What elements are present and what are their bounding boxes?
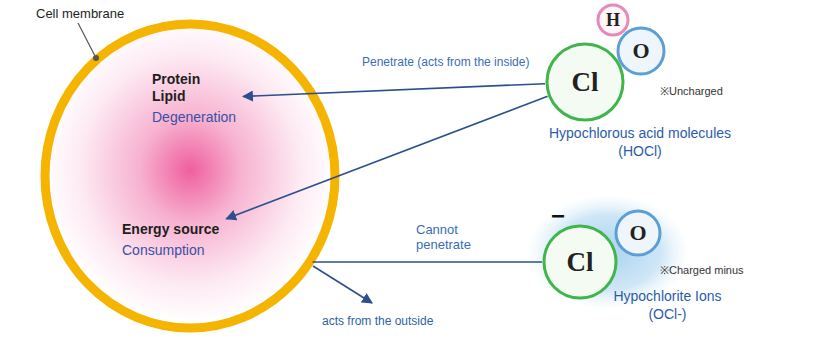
target-name: Energy source: [122, 221, 219, 238]
protein-lipid-region: Protein LipidDegeneration: [148, 68, 240, 129]
minus-sign: −: [551, 204, 565, 228]
ion-name: Hypochlorite Ions (OCl-): [600, 287, 735, 323]
effect-label: Consumption: [122, 241, 219, 259]
chlorine-atom: Cl: [545, 42, 625, 122]
atom-symbol: H: [606, 11, 620, 29]
charge-note: ※Charged minus: [660, 262, 744, 277]
oxygen-atom: O: [614, 209, 662, 257]
atom-symbol: O: [629, 222, 646, 244]
cell-membrane-outline: [0, 0, 345, 351]
energy-source-region: Energy sourceConsumption: [118, 218, 223, 262]
molecule-name: Hypochlorous acid molecules (HOCl): [535, 124, 745, 160]
effect-label: Degeneration: [152, 108, 236, 126]
chlorine-atom: Cl: [542, 224, 618, 300]
atom-symbol: Cl: [572, 69, 599, 96]
action-label: acts from the outside: [322, 314, 433, 328]
hydrogen-atom: H: [596, 3, 630, 37]
edge-label: Penetrate (acts from the inside): [362, 55, 529, 69]
atom-symbol: Cl: [567, 249, 594, 276]
edge-label: Cannot penetrate: [416, 222, 471, 252]
outside-action-arrow: [313, 266, 372, 303]
leader-dot: [93, 55, 99, 61]
charge-note: ※Uncharged: [660, 83, 723, 98]
target-name: Protein Lipid: [152, 71, 200, 105]
connector-arrow: [313, 261, 542, 263]
connector-arrow: [243, 84, 545, 97]
cell: Cell membraneProtein LipidDegenerationEn…: [0, 0, 345, 351]
atom-symbol: O: [632, 40, 649, 62]
cell-membrane-label: Cell membrane: [36, 6, 124, 21]
connector-arrow: [226, 96, 547, 219]
leader-line: [78, 23, 95, 56]
oxygen-atom: O: [616, 26, 666, 76]
